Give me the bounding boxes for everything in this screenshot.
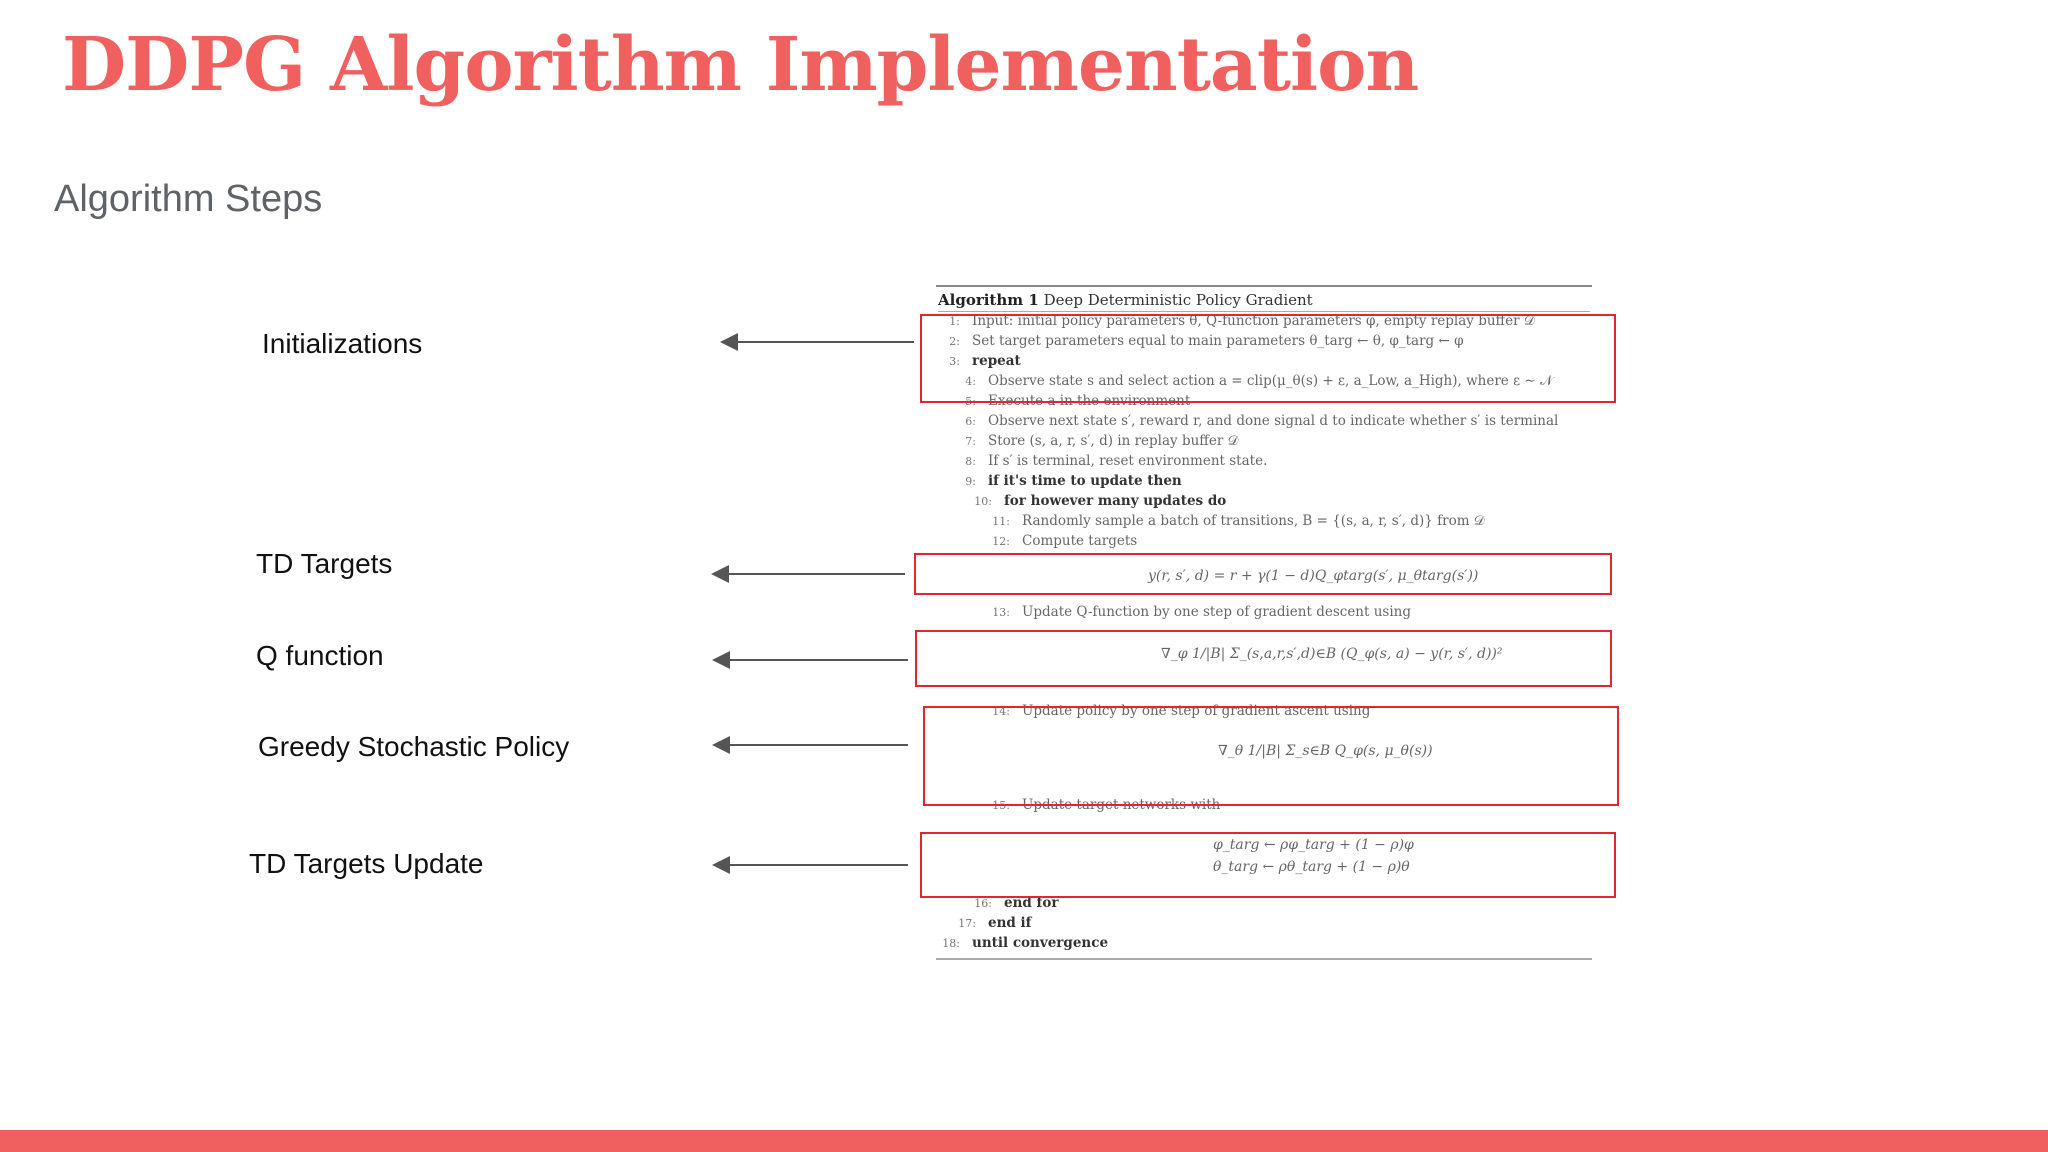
equation-target-update-theta: θ_targ ← ρθ_targ + (1 − ρ)θ <box>1213 859 1410 875</box>
equation-td-target: y(r, s′, d) = r + γ(1 − d)Q_φtarg(s′, μ_… <box>1148 568 1479 584</box>
algo-line-3: 3:repeat <box>949 353 1021 369</box>
equation-policy-gradient: ∇_θ 1/|B| Σ_s∈B Q_φ(s, μ_θ(s)) <box>1218 743 1433 759</box>
label-greedy-stochastic-policy: Greedy Stochastic Policy <box>258 731 570 762</box>
highlight-box-policy <box>923 706 1619 806</box>
algo-line-13: 13:Update Q-function by one step of grad… <box>992 604 1411 620</box>
algo-line-11: 11:Randomly sample a batch of transition… <box>992 513 1485 529</box>
algo-line-18: 18:until convergence <box>942 935 1109 951</box>
algo-line-8: 8:If s′ is terminal, reset environment s… <box>965 453 1268 469</box>
algo-line-2: 2:Set target parameters equal to main pa… <box>949 333 1464 349</box>
footer-accent-bar <box>0 1130 2048 1152</box>
label-q-function: Q function <box>256 640 384 671</box>
label-td-targets-update: TD Targets Update <box>249 848 484 879</box>
algorithm-header: Algorithm 1 Deep Deterministic Policy Gr… <box>938 291 1590 312</box>
arrow-left-icon <box>712 856 908 874</box>
algo-line-16: 16:end for <box>974 895 1059 911</box>
label-initializations: Initializations <box>262 328 423 359</box>
arrow-left-icon <box>712 651 908 669</box>
slide-title: DDPG Algorithm Implementation <box>62 22 1419 108</box>
arrow-left-icon <box>720 333 914 351</box>
highlight-box-td-targets <box>914 553 1612 595</box>
algo-line-4: 4:Observe state s and select action a = … <box>965 373 1553 389</box>
algo-line-17: 17:end if <box>958 915 1032 931</box>
algo-line-7: 7:Store (s, a, r, s′, d) in replay buffe… <box>965 433 1239 449</box>
algo-line-1: 1:Input: initial policy parameters θ, Q-… <box>949 313 1535 329</box>
slide-subtitle: Algorithm Steps <box>54 178 323 220</box>
algo-line-10: 10:for however many updates do <box>974 493 1227 509</box>
highlight-box-initializations <box>920 314 1616 403</box>
algo-line-6: 6:Observe next state s′, reward r, and d… <box>965 413 1559 429</box>
label-td-targets: TD Targets <box>256 548 393 579</box>
highlight-box-target-update <box>920 832 1616 898</box>
arrow-left-icon <box>711 565 905 583</box>
highlight-box-q-function <box>915 630 1612 687</box>
algo-line-12: 12:Compute targets <box>992 533 1138 549</box>
equation-q-loss: ∇_φ 1/|B| Σ_(s,a,r,s′,d)∈B (Q_φ(s, a) − … <box>1161 646 1503 662</box>
algo-line-9: 9:if it's time to update then <box>965 473 1182 489</box>
arrow-left-icon <box>712 736 908 754</box>
equation-target-update-phi: φ_targ ← ρφ_targ + (1 − ρ)φ <box>1213 837 1414 853</box>
